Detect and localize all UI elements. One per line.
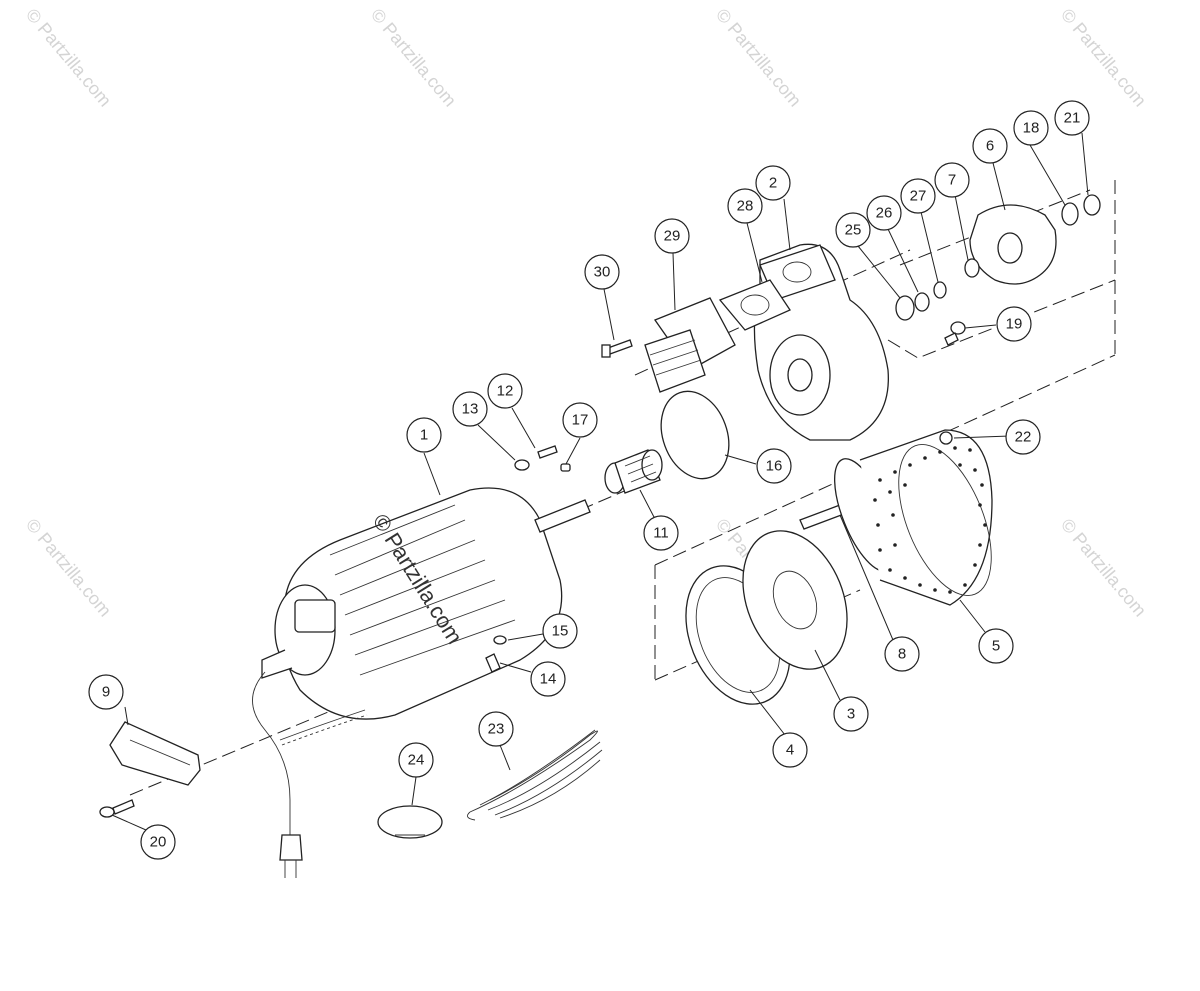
callout-29-label: 29 bbox=[664, 228, 681, 245]
callout-4-label: 4 bbox=[786, 742, 794, 759]
flange-bolt bbox=[601, 339, 633, 358]
callout-16-label: 16 bbox=[766, 458, 783, 475]
lock-washer bbox=[1061, 202, 1079, 226]
callout-19[interactable]: 19 bbox=[996, 306, 1032, 342]
callout-9[interactable]: 9 bbox=[88, 674, 124, 710]
impeller-nut bbox=[1083, 194, 1101, 216]
housing-bolt bbox=[944, 321, 966, 346]
callout-11[interactable]: 11 bbox=[643, 515, 679, 551]
callout-5[interactable]: 5 bbox=[978, 628, 1014, 664]
callout-7-label: 7 bbox=[948, 172, 956, 189]
callout-1-label: 1 bbox=[420, 427, 428, 444]
callout-3-label: 3 bbox=[847, 706, 855, 723]
callout-22-label: 22 bbox=[1015, 429, 1032, 446]
handle-bracket bbox=[109, 721, 201, 786]
callout-27[interactable]: 27 bbox=[900, 178, 936, 214]
callout-2-label: 2 bbox=[769, 175, 777, 192]
callout-17-label: 17 bbox=[572, 412, 589, 429]
callout-12-label: 12 bbox=[497, 383, 514, 400]
callout-16[interactable]: 16 bbox=[756, 448, 792, 484]
callout-5-label: 5 bbox=[992, 638, 1000, 655]
outlet-flange bbox=[644, 297, 736, 393]
stud-bolt bbox=[799, 504, 845, 530]
callout-2[interactable]: 2 bbox=[755, 165, 791, 201]
callout-23[interactable]: 23 bbox=[478, 711, 514, 747]
callout-14[interactable]: 14 bbox=[530, 661, 566, 697]
shaft-washers bbox=[895, 258, 980, 321]
callout-18[interactable]: 18 bbox=[1013, 110, 1049, 146]
rope-coil bbox=[466, 729, 603, 821]
o-ring bbox=[660, 390, 730, 480]
gasket-flange bbox=[718, 279, 791, 331]
callout-24[interactable]: 24 bbox=[398, 742, 434, 778]
callout-12[interactable]: 12 bbox=[487, 373, 523, 409]
callout-6-label: 6 bbox=[986, 138, 994, 155]
callout-4[interactable]: 4 bbox=[772, 732, 808, 768]
callout-7[interactable]: 7 bbox=[934, 162, 970, 198]
callout-25[interactable]: 25 bbox=[835, 212, 871, 248]
callout-11-label: 11 bbox=[653, 525, 669, 542]
small-fasteners bbox=[485, 445, 571, 673]
impeller bbox=[969, 204, 1057, 285]
watermark-mid-left: © Partzilla.com bbox=[22, 515, 115, 621]
callout-27-label: 27 bbox=[910, 188, 927, 205]
callout-20[interactable]: 20 bbox=[140, 824, 176, 860]
strainer-screen bbox=[833, 429, 993, 606]
watermark-top-left: © Partzilla.com bbox=[22, 5, 115, 111]
watermark-top-center-left: © Partzilla.com bbox=[367, 5, 460, 111]
callout-13-label: 13 bbox=[462, 401, 479, 418]
callout-6[interactable]: 6 bbox=[972, 128, 1008, 164]
callout-13[interactable]: 13 bbox=[452, 391, 488, 427]
callout-17[interactable]: 17 bbox=[562, 402, 598, 438]
callout-24-label: 24 bbox=[408, 752, 425, 769]
bracket-screw bbox=[99, 799, 135, 818]
callout-19-label: 19 bbox=[1006, 316, 1023, 333]
callout-23-label: 23 bbox=[488, 721, 505, 738]
callout-8-label: 8 bbox=[898, 646, 906, 663]
watermark-mid-right-b: © Partzilla.com bbox=[1057, 515, 1150, 621]
leader-lines bbox=[111, 132, 1089, 831]
callout-8[interactable]: 8 bbox=[884, 636, 920, 672]
pump-housing bbox=[753, 243, 889, 441]
callout-21-label: 21 bbox=[1064, 110, 1081, 127]
mechanical-seal bbox=[604, 449, 663, 494]
hose-clamp bbox=[377, 805, 443, 839]
callout-9-label: 9 bbox=[102, 684, 110, 701]
callout-26-label: 26 bbox=[876, 205, 893, 222]
callout-26[interactable]: 26 bbox=[866, 195, 902, 231]
callout-14-label: 14 bbox=[540, 671, 557, 688]
callout-30-label: 30 bbox=[594, 264, 611, 281]
callout-20-label: 20 bbox=[150, 834, 167, 851]
callout-15-label: 15 bbox=[552, 623, 569, 640]
callout-29[interactable]: 29 bbox=[654, 218, 690, 254]
callout-21[interactable]: 21 bbox=[1054, 100, 1090, 136]
suction-plate bbox=[742, 530, 848, 670]
strainer-nut bbox=[939, 431, 953, 445]
callout-25-label: 25 bbox=[845, 222, 862, 239]
watermark-top-center-right: © Partzilla.com bbox=[712, 5, 805, 111]
callout-22[interactable]: 22 bbox=[1005, 419, 1041, 455]
callouts: 1 2 3 4 5 6 7 8 9 11 12 13 14 15 16 17 1… bbox=[88, 100, 1090, 860]
callout-28-label: 28 bbox=[737, 198, 754, 215]
callout-28[interactable]: 28 bbox=[727, 188, 763, 224]
callout-18-label: 18 bbox=[1023, 120, 1040, 137]
callout-1[interactable]: 1 bbox=[406, 417, 442, 453]
callout-15[interactable]: 15 bbox=[542, 613, 578, 649]
callout-3[interactable]: 3 bbox=[833, 696, 869, 732]
callout-30[interactable]: 30 bbox=[584, 254, 620, 290]
watermark-top-right: © Partzilla.com bbox=[1057, 5, 1150, 111]
